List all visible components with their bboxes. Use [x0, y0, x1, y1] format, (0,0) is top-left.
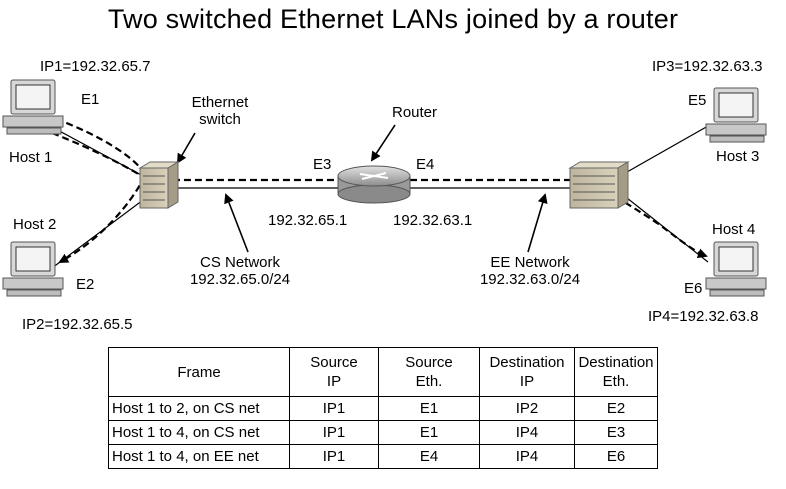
header-source-ip: Source IP	[289, 347, 379, 397]
host4-computer-icon	[705, 241, 767, 297]
ee-network-label: EE Network 192.32.63.0/24	[455, 254, 605, 288]
cs-network-name: CS Network	[199, 254, 281, 271]
ip4-label: IP4=192.32.63.8	[648, 308, 759, 325]
cs-network-address: 192.32.65.0/24	[189, 271, 291, 288]
header-source-eth: Source Eth.	[378, 347, 480, 397]
router-cs-ip-label: 192.32.65.1	[268, 212, 348, 229]
table-row: Host 1 to 2, on CS net IP1 E1 IP2 E2	[108, 396, 658, 421]
ee-network-address: 192.32.63.0/24	[479, 271, 581, 288]
host2-computer-icon	[2, 241, 64, 297]
host4-label: Host 4	[712, 221, 756, 238]
cs-switch-icon	[138, 161, 180, 209]
ethernet-switch-label-line2: switch	[199, 111, 241, 128]
table-cell: IP1	[289, 420, 379, 445]
frame-addressing-table: Frame Source IP Source Eth. Destination …	[108, 347, 658, 469]
e4-label: E4	[416, 156, 435, 173]
table-cell: E1	[378, 420, 480, 445]
e6-label: E6	[684, 280, 703, 297]
router-label: Router	[392, 104, 438, 121]
table-cell: E1	[378, 396, 480, 421]
e5-label: E5	[688, 92, 707, 109]
diagram-title: Two switched Ethernet LANs joined by a r…	[107, 4, 679, 34]
table-row: Host 1 to 4, on CS net IP1 E1 IP4 E3	[108, 420, 658, 445]
router-icon	[337, 165, 411, 204]
table-cell: IP2	[479, 396, 575, 421]
host2-label: Host 2	[13, 216, 57, 233]
table-cell: IP1	[289, 444, 379, 469]
ip1-label: IP1=192.32.65.7	[40, 58, 151, 75]
e1-label: E1	[81, 91, 100, 108]
ethernet-switch-label-line1: Ethernet	[191, 94, 249, 111]
cs-network-label: CS Network 192.32.65.0/24	[165, 254, 315, 288]
header-destination-eth: Destination Eth.	[574, 347, 658, 397]
table-header-row: Frame Source IP Source Eth. Destination …	[108, 347, 658, 397]
host1-computer-icon	[2, 79, 64, 135]
e3-label: E3	[313, 156, 332, 173]
ip3-label: IP3=192.32.63.3	[652, 58, 763, 75]
header-frame: Frame	[108, 347, 290, 397]
callout-arrows	[176, 124, 548, 253]
router-ee-ip-label: 192.32.63.1	[393, 212, 473, 229]
table-cell: IP4	[479, 444, 575, 469]
table-row: Host 1 to 4, on EE net IP1 E4 IP4 E6	[108, 444, 658, 469]
table-cell: Host 1 to 4, on CS net	[108, 420, 290, 445]
e2-label: E2	[76, 276, 95, 293]
table-cell: Host 1 to 2, on CS net	[108, 396, 290, 421]
table-cell: Host 1 to 4, on EE net	[108, 444, 290, 469]
ip2-label: IP2=192.32.65.5	[22, 316, 133, 333]
table-cell: E4	[378, 444, 480, 469]
table-cell: E2	[574, 396, 658, 421]
ethernet-switch-label: Ethernet switch	[180, 94, 260, 128]
table-cell: IP4	[479, 420, 575, 445]
ee-network-name: EE Network	[490, 254, 570, 271]
host3-label: Host 3	[716, 148, 760, 165]
header-destination-ip: Destination IP	[479, 347, 575, 397]
table-cell: E6	[574, 444, 658, 469]
table-cell: IP1	[289, 396, 379, 421]
table-cell: E3	[574, 420, 658, 445]
host1-label: Host 1	[9, 149, 53, 166]
host3-computer-icon	[705, 87, 767, 143]
ee-switch-icon	[568, 161, 630, 209]
